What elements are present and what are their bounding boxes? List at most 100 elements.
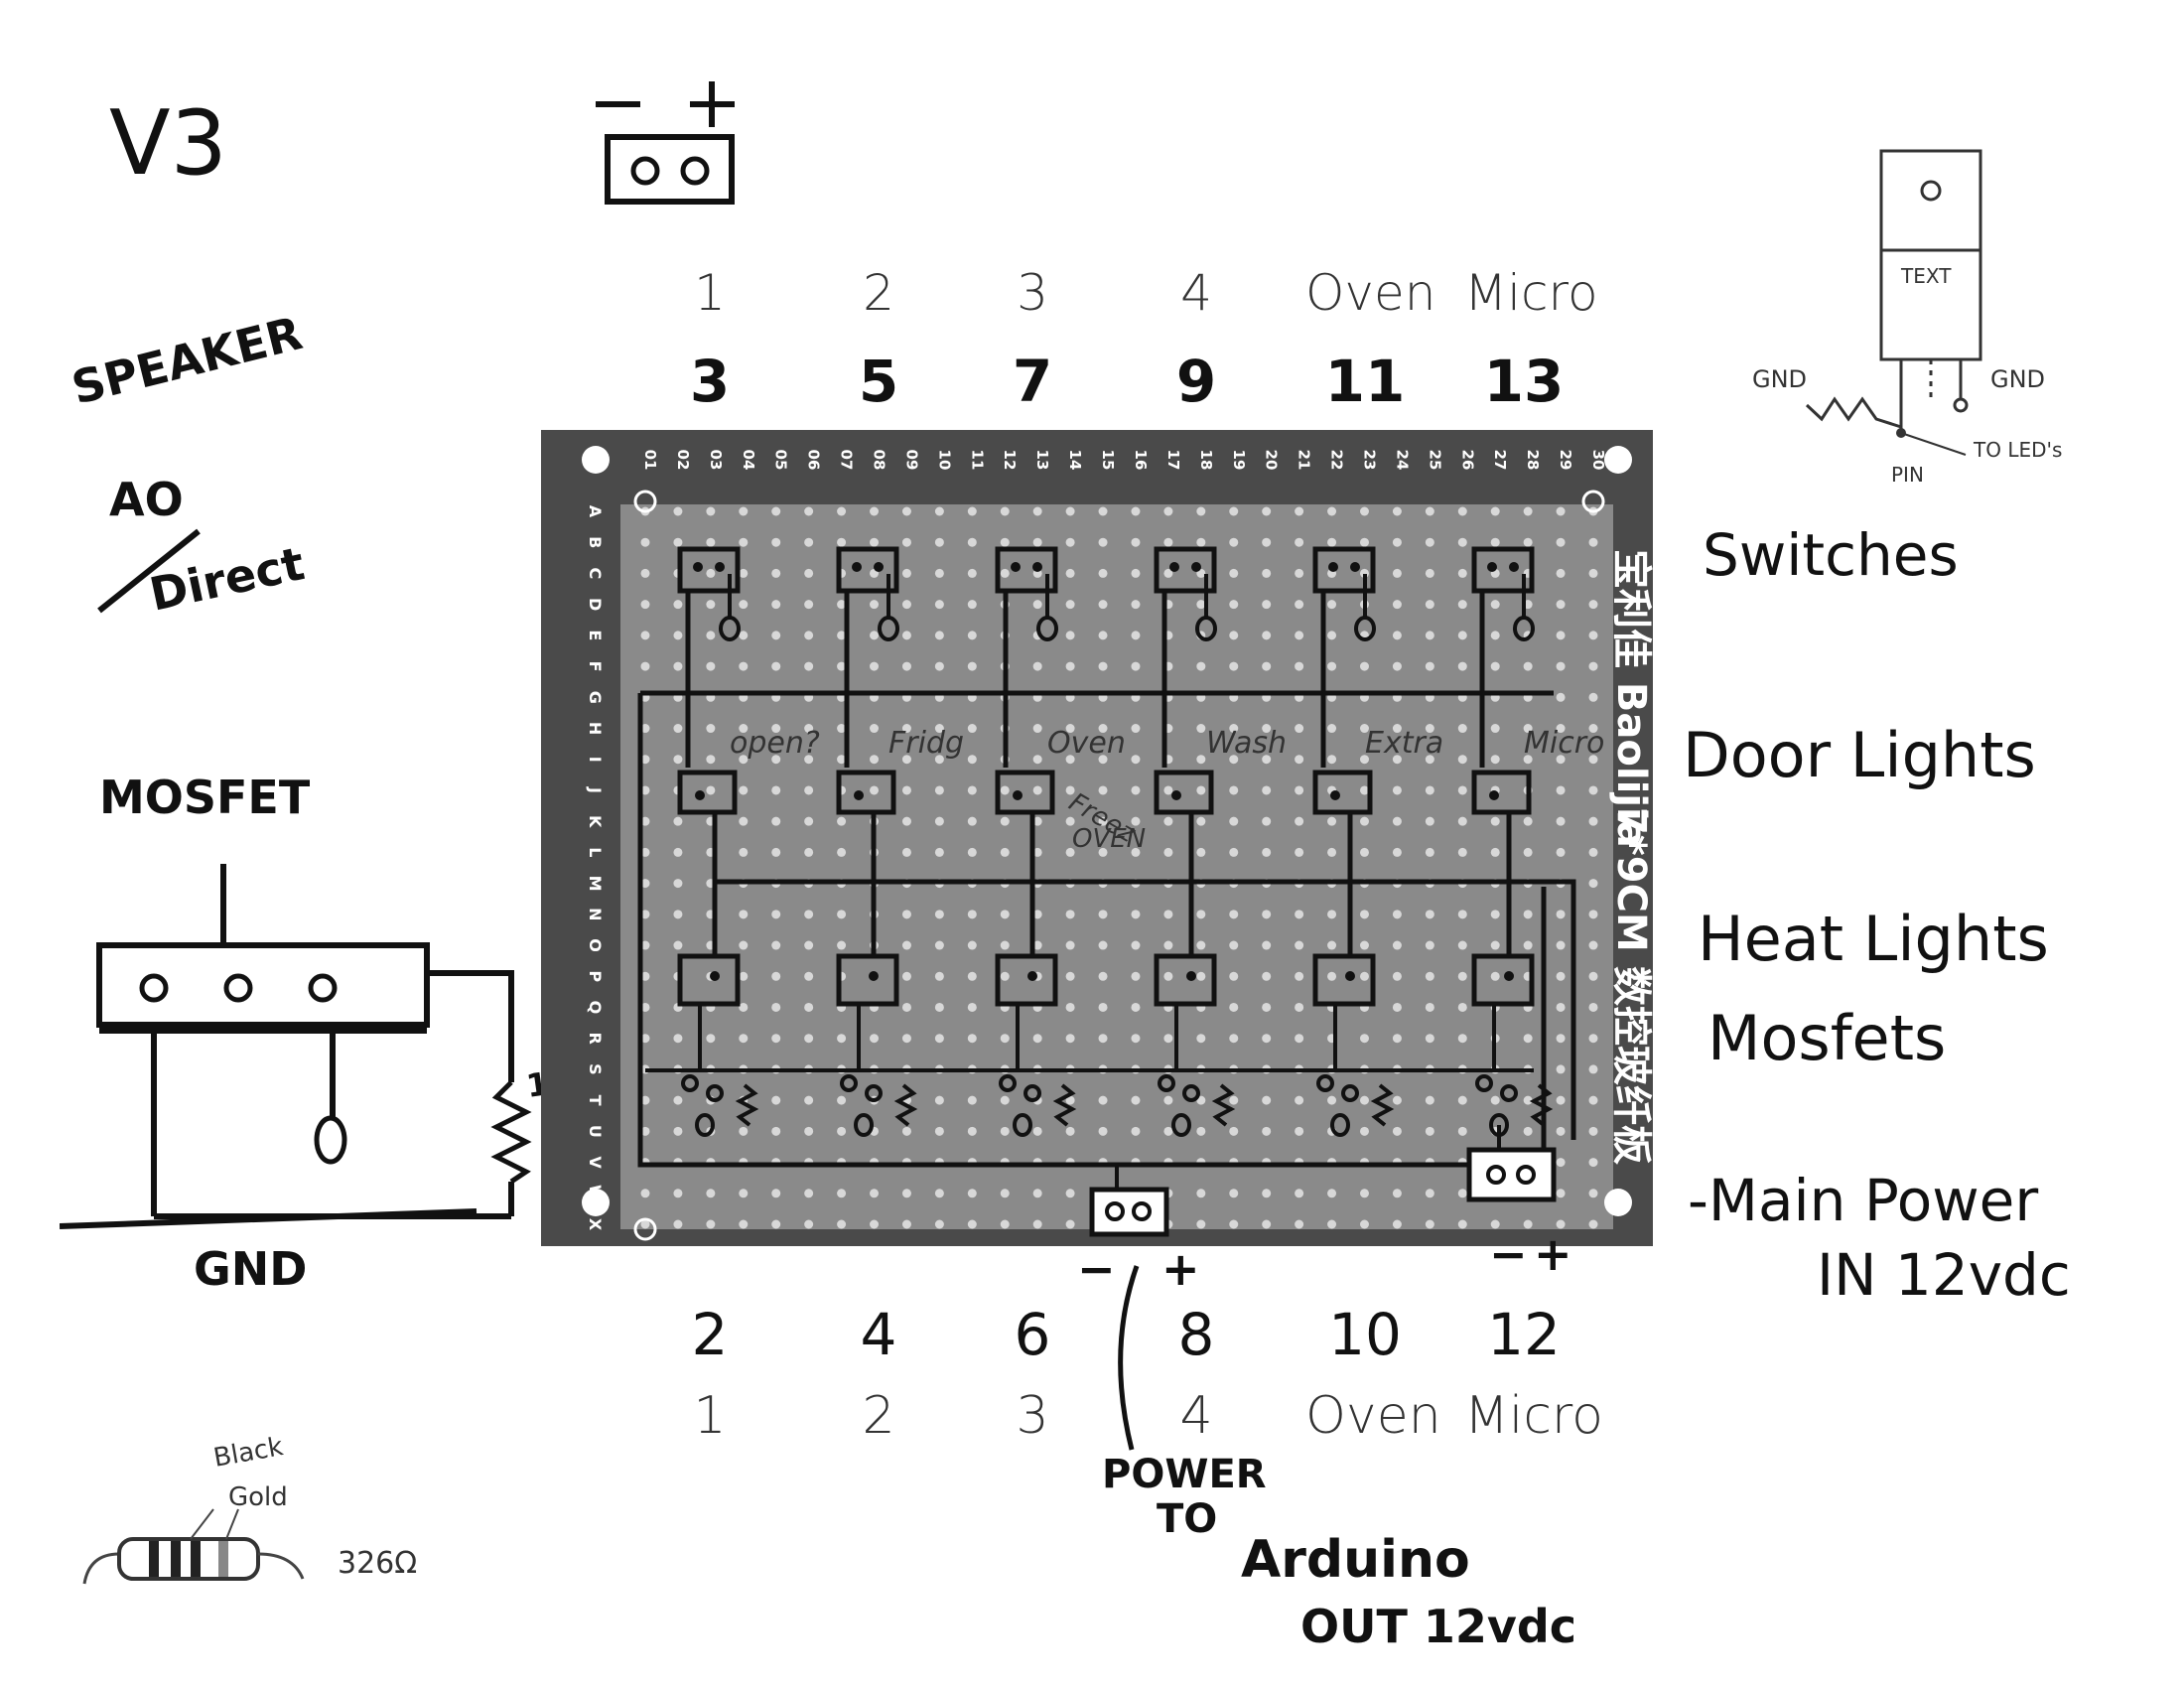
pad-hole <box>1262 506 1272 516</box>
switch-pin <box>1011 562 1021 572</box>
pad-hole <box>706 661 716 671</box>
switch-pin <box>693 562 703 572</box>
led-detail: TEXT GND GND TO LED's PIN <box>1752 149 2062 487</box>
pad-hole <box>1425 1189 1434 1198</box>
col-number: 18 <box>1197 450 1215 471</box>
pad-hole <box>934 816 944 826</box>
pad-hole <box>739 971 749 981</box>
pad-hole <box>1359 506 1369 516</box>
pad-hole <box>1457 785 1467 795</box>
pad-hole <box>1196 816 1206 826</box>
pad-hole <box>804 816 814 826</box>
pad-hole <box>1065 631 1075 640</box>
pad-hole <box>1065 537 1075 547</box>
pad-hole <box>1490 661 1500 671</box>
pad-hole <box>837 1034 847 1044</box>
pad-hole <box>739 847 749 857</box>
pad-hole <box>804 631 814 640</box>
pad-hole <box>1359 724 1369 734</box>
pad-hole <box>1229 755 1239 765</box>
pad-hole <box>1065 568 1075 578</box>
pad-hole <box>1196 1095 1206 1105</box>
row-letter: E <box>586 630 605 640</box>
pad-hole <box>1588 1064 1598 1074</box>
heat-mosfet-1 <box>836 953 899 1007</box>
pad-hole <box>967 1126 977 1136</box>
pad-hole <box>901 1126 911 1136</box>
resistor-value-note: 326Ω <box>338 1546 418 1581</box>
switch-pad <box>1513 616 1535 641</box>
pad-hole <box>1065 971 1075 981</box>
pad-hole <box>901 600 911 610</box>
pad-hole <box>640 1002 650 1012</box>
bottom-pin-0: 2 <box>691 1301 729 1368</box>
pad-hole <box>640 940 650 950</box>
pad-hole <box>1359 847 1369 857</box>
pad-hole <box>1262 600 1272 610</box>
door-led-1 <box>836 770 896 815</box>
bottom-name-2: 3 <box>1016 1386 1049 1446</box>
pad-hole <box>1196 1126 1206 1136</box>
resistor-pad <box>999 1074 1017 1092</box>
pad-hole <box>1229 971 1239 981</box>
pad-hole <box>1229 1095 1239 1105</box>
led-pin <box>1013 790 1023 800</box>
row-letter: R <box>586 1033 605 1045</box>
pad-hole <box>1295 816 1304 826</box>
switch-2 <box>995 546 1058 594</box>
pad-hole <box>804 940 814 950</box>
top-pin-0: 3 <box>689 348 731 415</box>
pad-hole <box>1392 506 1402 516</box>
pad-hole <box>1098 1034 1108 1044</box>
pad-hole <box>1490 1095 1500 1105</box>
resistor-pad <box>1341 1084 1359 1102</box>
pad-hole <box>1425 506 1434 516</box>
pad-hole <box>1425 910 1434 919</box>
pad-hole <box>1131 506 1141 516</box>
mosfet-drain-hole <box>223 973 253 1003</box>
pad-hole <box>1327 910 1337 919</box>
row-letter: C <box>586 568 605 580</box>
pad-hole <box>804 1189 814 1198</box>
power-line3: Arduino <box>1241 1530 1470 1590</box>
led-pin <box>1330 790 1340 800</box>
label-mosfets: Mosfets <box>1707 1002 1947 1074</box>
pad-hole <box>1588 724 1598 734</box>
pad-hole <box>1295 910 1304 919</box>
pad-hole <box>967 785 977 795</box>
pad-hole <box>1556 1002 1566 1012</box>
bottom-pin-4: 10 <box>1328 1301 1402 1368</box>
pad-hole <box>837 537 847 547</box>
pad-hole <box>706 631 716 640</box>
pad-hole <box>1392 816 1402 826</box>
pad-hole <box>870 724 880 734</box>
pad-hole <box>1588 879 1598 889</box>
pad-hole <box>1229 1002 1239 1012</box>
pad-hole <box>1262 940 1272 950</box>
pad-hole <box>1163 568 1173 578</box>
pad-hole <box>1523 1219 1533 1229</box>
pad-hole <box>1163 506 1173 516</box>
pad-hole <box>901 661 911 671</box>
pad-hole <box>706 724 716 734</box>
pad-hole <box>837 910 847 919</box>
bottom-name-5: Micro <box>1464 1386 1603 1446</box>
pad-hole <box>1032 755 1042 765</box>
pad-hole <box>1425 847 1434 857</box>
pad-hole <box>706 755 716 765</box>
pad-hole <box>673 1095 683 1105</box>
pad-hole <box>1065 724 1075 734</box>
gate-pad <box>1013 1113 1032 1137</box>
pad-hole <box>1295 940 1304 950</box>
pad-hole <box>901 1219 911 1229</box>
pad-hole <box>1065 785 1075 795</box>
pad-hole <box>1196 785 1206 795</box>
pad-hole <box>870 600 880 610</box>
pad-hole <box>1457 724 1467 734</box>
pad-hole <box>1295 1219 1304 1229</box>
bottom-name-0: 1 <box>693 1386 727 1446</box>
pad-hole <box>934 537 944 547</box>
speaker-slash <box>97 528 201 614</box>
pad-hole <box>1131 1002 1141 1012</box>
pad-hole <box>640 1095 650 1105</box>
